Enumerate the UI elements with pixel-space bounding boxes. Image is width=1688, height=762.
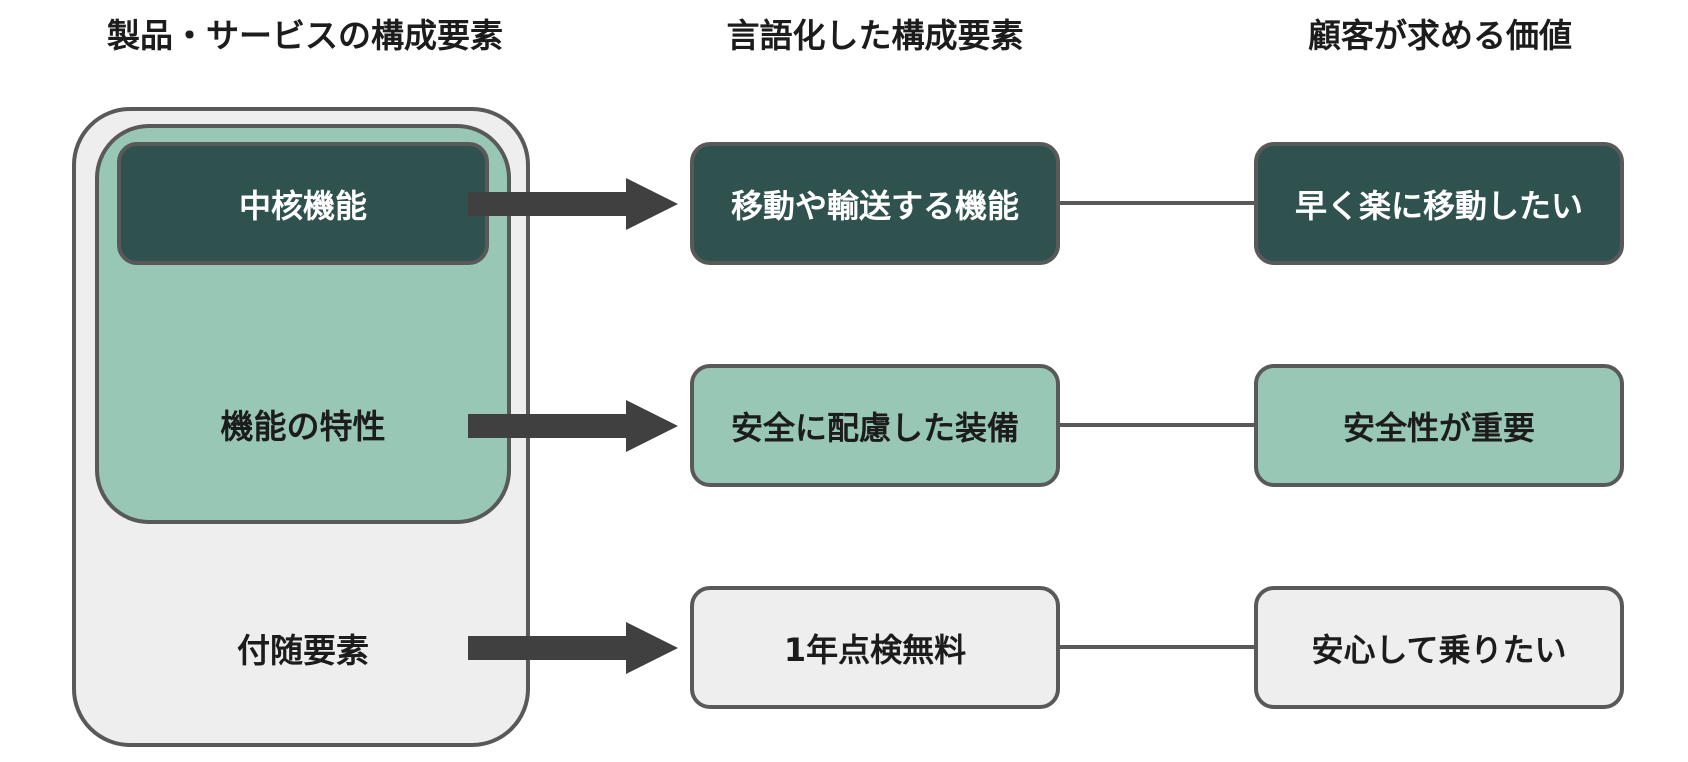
arrow-row2 [468,400,678,452]
value-row2-label: 安全性が重要 [1342,408,1535,447]
value-row3-label: 安心して乗りたい [1311,630,1567,669]
verbalized-row2: 安全に配慮した装備 [690,364,1060,487]
connector-row1 [1058,201,1256,205]
value-row1-label: 早く楽に移動したい [1294,186,1583,225]
arrow-row1 [468,178,678,230]
verbalized-row1: 移動や輸送する機能 [690,142,1060,265]
header-customer-value: 顧客が求める価値 [1308,16,1572,55]
core-function-label: 中核機能 [238,186,367,225]
verbalized-row2-label: 安全に配慮した装備 [730,408,1019,447]
characteristics-label: 機能の特性 [220,407,386,446]
value-row1: 早く楽に移動したい [1254,142,1624,265]
connector-row2 [1058,423,1256,427]
value-row2: 安全性が重要 [1254,364,1624,487]
core-function-box: 中核機能 [117,142,489,265]
connector-row3 [1058,645,1256,649]
value-row3: 安心して乗りたい [1254,586,1624,709]
verbalized-row3-label: 1年点検無料 [783,630,967,669]
verbalized-row3: 1年点検無料 [690,586,1060,709]
header-verbalized-components: 言語化した構成要素 [726,16,1024,55]
arrow-row3 [468,622,678,674]
verbalized-row1-label: 移動や輸送する機能 [730,186,1019,225]
accessory-label: 付随要素 [237,631,369,670]
header-product-components: 製品・サービスの構成要素 [107,16,503,55]
